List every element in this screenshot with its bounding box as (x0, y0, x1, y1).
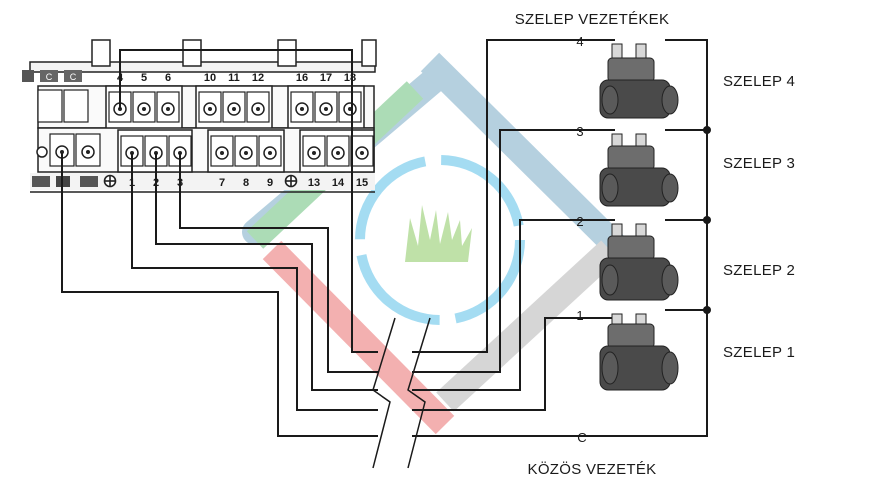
wire-number-2: 2 (576, 214, 583, 229)
solenoid-valve-icon-3 (599, 133, 679, 207)
wire-4 (119, 39, 615, 353)
left-badge-c2: C (70, 72, 77, 82)
terminal-label-5: 5 (141, 72, 147, 84)
wire-3 (179, 129, 615, 373)
break-mark-left (372, 317, 396, 469)
terminal-label-16: 16 (296, 72, 308, 84)
terminal-label-15: 15 (356, 177, 368, 189)
wire-number-3: 3 (576, 124, 583, 139)
bottom-terminals (120, 135, 374, 167)
wire-common (61, 39, 708, 437)
solenoid-valve-icon-2 (599, 223, 679, 301)
valve-wires-title: SZELEP VEZETÉKEK (515, 11, 670, 28)
wires (61, 39, 711, 469)
left-badge-c1: C (46, 72, 53, 82)
top-terminals (108, 91, 362, 123)
solenoid-valve-icon-1 (599, 313, 679, 391)
terminal-label-10: 10 (204, 72, 216, 84)
terminal-label-7: 7 (219, 177, 225, 189)
terminal-label-8: 8 (243, 177, 249, 189)
logo-grass (405, 205, 472, 262)
terminal-label-14: 14 (332, 177, 345, 189)
logo-pipe-gray2 (436, 240, 619, 412)
wire-1 (131, 153, 615, 411)
valve-label-1: SZELEP 1 (723, 344, 795, 361)
terminal-label-17: 17 (320, 72, 332, 84)
wire-2 (155, 153, 615, 391)
wire-number-1: 1 (576, 308, 583, 323)
wire-number-4: 4 (576, 34, 583, 49)
logo-pipe-blue (420, 52, 640, 270)
terminal-label-12: 12 (252, 72, 264, 84)
terminal-label-6: 6 (165, 72, 171, 84)
common-wire-title: KÖZÖS VEZETÉK (528, 460, 657, 478)
common-wire-mark: C (577, 430, 586, 445)
break-mark-right (407, 317, 431, 469)
logo-ring (355, 155, 525, 325)
ground-symbol-icon-2 (284, 174, 298, 188)
terminal-label-9: 9 (267, 177, 273, 189)
valve-label-4: SZELEP 4 (723, 73, 795, 90)
terminal-label-18: 18 (344, 72, 356, 84)
valve-label-3: SZELEP 3 (723, 155, 795, 172)
terminal-label-11: 11 (228, 72, 240, 84)
valve-label-2: SZELEP 2 (723, 262, 795, 279)
terminal-strip: C C 4 5 6 10 11 12 16 17 (22, 39, 377, 193)
solenoid-valve-icon-4 (599, 43, 679, 119)
ground-symbol-icon (103, 174, 117, 188)
terminal-label-13: 13 (308, 177, 320, 189)
